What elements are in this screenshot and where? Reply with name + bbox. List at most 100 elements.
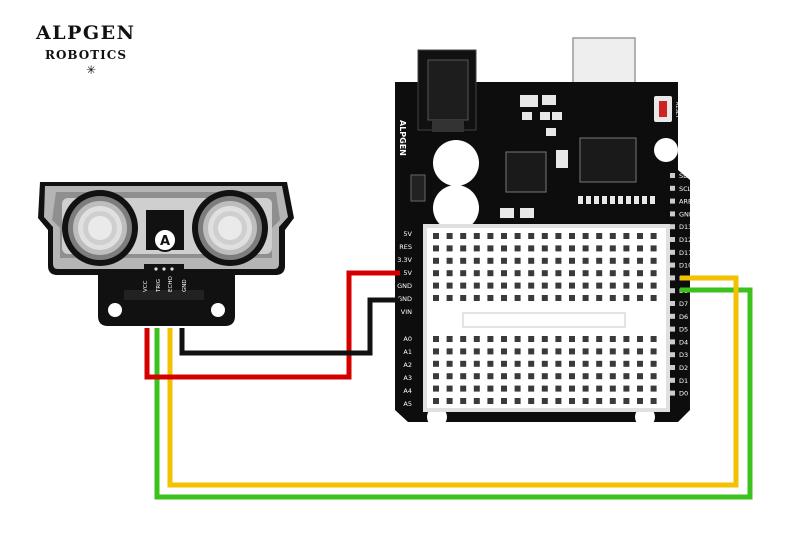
breadboard-hole — [582, 348, 589, 355]
logo-title: ALPGEN — [36, 22, 136, 44]
pin-label: D12 — [679, 236, 692, 244]
breadboard-hole — [514, 336, 521, 342]
breadboard-hole — [528, 233, 535, 239]
pin-label: A5 — [403, 400, 412, 408]
chip — [505, 151, 547, 193]
pin-label: D6 — [679, 313, 688, 321]
pin-label: A1 — [403, 348, 412, 356]
breadboard-hole — [596, 360, 603, 367]
breadboard-hole — [473, 373, 480, 380]
smd-part — [642, 196, 647, 204]
breadboard-hole — [541, 385, 548, 392]
breadboard-hole — [582, 245, 589, 252]
breadboard-hole — [446, 398, 453, 404]
breadboard-hole — [528, 257, 535, 264]
reset-button[interactable] — [654, 96, 672, 122]
breadboard-hole — [569, 282, 575, 289]
transducer-right — [192, 190, 268, 266]
breadboard-hole — [650, 270, 657, 277]
breadboard-hole — [555, 282, 562, 289]
breadboard-hole — [460, 295, 467, 301]
breadboard-hole — [596, 282, 603, 289]
sensor-pin-label: ECHO — [168, 276, 174, 292]
smd-part — [650, 196, 655, 204]
chip — [579, 137, 637, 183]
pin-label: D3 — [679, 351, 688, 359]
breadboard-hole — [433, 245, 439, 252]
smd-part — [618, 196, 623, 204]
breadboard-hole — [650, 385, 657, 392]
breadboard-hole — [569, 348, 575, 355]
header-pin — [670, 390, 675, 396]
wire-black-gnd — [179, 297, 400, 356]
header-pin — [670, 288, 675, 294]
breadboard-hole — [487, 360, 494, 367]
breadboard-hole — [514, 360, 521, 367]
breadboard-hole — [446, 385, 453, 392]
breadboard-hole — [637, 295, 643, 301]
breadboard-hole — [541, 233, 548, 239]
breadboard-hole — [569, 233, 575, 239]
pin-label: D13 — [679, 223, 692, 231]
breadboard-hole — [514, 233, 521, 239]
breadboard-hole — [501, 336, 507, 342]
breadboard-hole — [433, 373, 439, 380]
breadboard-hole — [541, 282, 548, 289]
breadboard-hole — [433, 233, 439, 239]
breadboard-hole — [555, 385, 562, 392]
breadboard-hole — [501, 385, 507, 392]
breadboard-hole — [623, 360, 630, 367]
breadboard-hole — [433, 295, 439, 301]
breadboard-hole — [446, 295, 453, 301]
wire-green-trig — [154, 287, 753, 500]
breadboard-hole — [487, 245, 494, 252]
breadboard-hole — [473, 270, 480, 277]
breadboard-hole — [637, 385, 643, 392]
breadboard-hole — [487, 282, 494, 289]
pin-label: D1 — [679, 377, 688, 385]
pin-label: D5 — [679, 326, 688, 334]
breadboard-hole — [501, 360, 507, 367]
smd-part — [594, 196, 599, 204]
breadboard-hole — [528, 295, 535, 301]
pin-label: A0 — [403, 335, 412, 343]
breadboard-hole — [623, 398, 630, 404]
header-pin — [670, 301, 675, 306]
breadboard-hole — [569, 245, 575, 252]
breadboard-hole — [514, 257, 521, 264]
breadboard-hole — [623, 270, 630, 277]
breadboard-hole — [541, 295, 548, 301]
breadboard-holes — [433, 233, 657, 404]
breadboard — [423, 224, 670, 412]
smd-part — [602, 196, 607, 204]
breadboard-hole — [541, 245, 548, 252]
breadboard-hole — [487, 398, 494, 404]
breadboard-hole — [623, 373, 630, 380]
logo-subtitle: ROBOTICS — [45, 48, 128, 62]
breadboard-hole — [433, 270, 439, 277]
breadboard-hole — [650, 233, 657, 239]
breadboard-hole — [501, 233, 507, 239]
breadboard-hole — [528, 360, 535, 367]
breadboard-hole — [596, 233, 603, 239]
breadboard-hole — [473, 257, 480, 264]
breadboard-hole — [555, 360, 562, 367]
breadboard-hole — [609, 336, 616, 342]
breadboard-hole — [569, 257, 575, 264]
breadboard-hole — [582, 282, 589, 289]
breadboard-hole — [541, 348, 548, 355]
breadboard-hole — [555, 295, 562, 301]
breadboard-hole — [637, 360, 643, 367]
breadboard-hole — [433, 336, 439, 342]
breadboard-hole — [596, 348, 603, 355]
breadboard-hole — [487, 348, 494, 355]
breadboard-hole — [501, 270, 507, 277]
header-pin — [670, 377, 675, 383]
breadboard-hole — [555, 336, 562, 342]
breadboard-hole — [460, 348, 467, 355]
breadboard-center-channel — [462, 312, 626, 328]
breadboard-hole — [460, 282, 467, 289]
right-header-pins — [670, 173, 675, 396]
